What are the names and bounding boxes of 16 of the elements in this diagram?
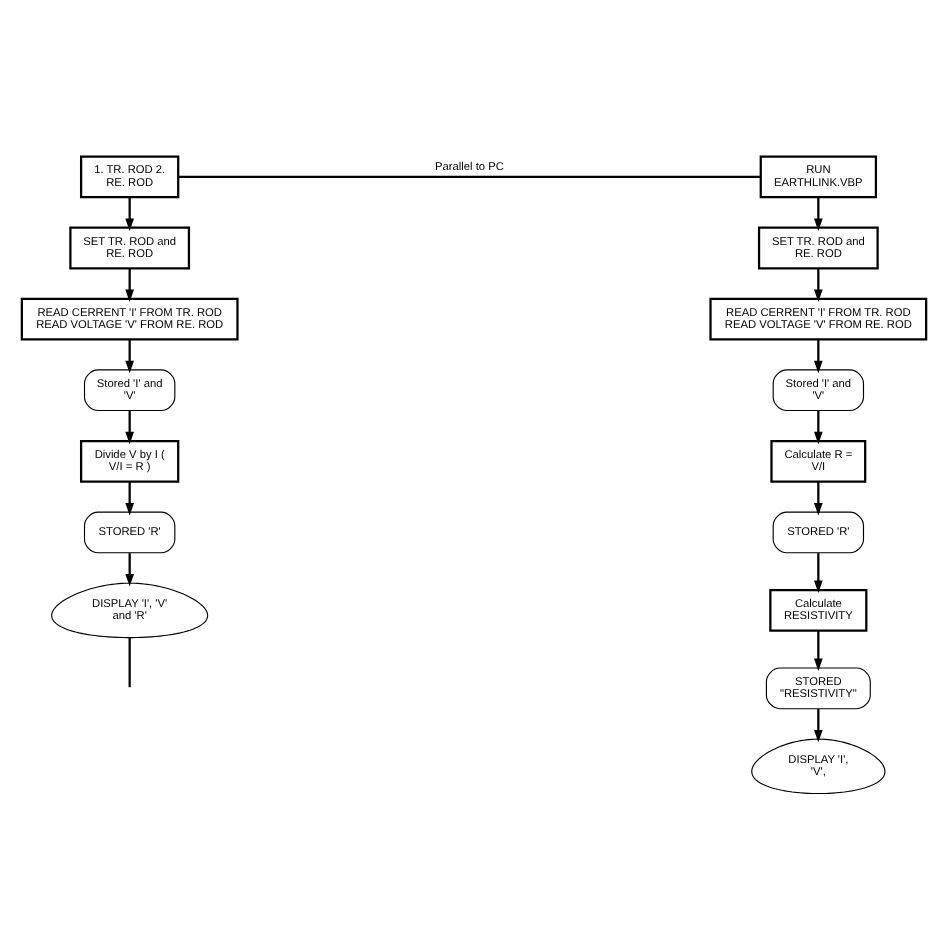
arrow [125,409,135,444]
arrow [813,708,823,742]
arrow [125,196,135,230]
arrow [813,338,823,373]
arrow [125,481,135,515]
arrow [813,552,823,593]
arrow [813,196,823,230]
arrow [813,409,823,444]
arrow [125,552,135,586]
arrow [813,481,823,515]
connector [178,174,761,177]
arrow [813,267,823,302]
arrow [813,630,823,670]
arrow [125,267,135,302]
connector [128,636,131,687]
arrow [125,338,135,373]
